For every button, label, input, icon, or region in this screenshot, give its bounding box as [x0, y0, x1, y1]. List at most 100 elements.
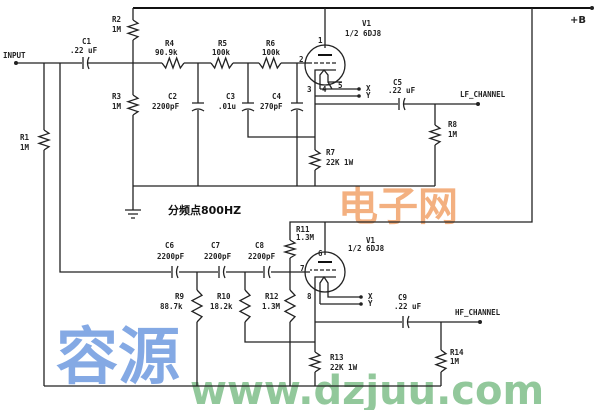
component-label: Y [368, 299, 373, 308]
component-label: 22K 1W [326, 158, 354, 167]
component-label: 1.3M [262, 302, 281, 311]
tube-v1 [304, 44, 359, 97]
component-label: 22K 1W [330, 363, 358, 372]
wire [314, 68, 359, 90]
component-label: C8 [255, 241, 265, 250]
capacitor-c9 [402, 315, 410, 329]
component-label: R13 [330, 353, 344, 362]
component-label: 8 [307, 292, 312, 301]
resistor-r11 [282, 239, 298, 259]
component-label: 2 [299, 55, 304, 64]
component-label: C9 [398, 293, 408, 302]
component-label: 1M [450, 357, 460, 366]
capacitor-c6 [171, 265, 179, 279]
component-label: R2 [112, 15, 121, 24]
hf-channel-label: HF_CHANNEL [455, 308, 501, 317]
input-terminal [14, 61, 18, 65]
input-label: INPUT [3, 51, 26, 60]
resistor-r13 [307, 351, 323, 373]
capacitor-c5 [398, 97, 406, 111]
junction-dots [14, 6, 594, 324]
resistor-r8 [427, 124, 443, 146]
wire [247, 63, 315, 138]
resistor-r9 [190, 289, 204, 323]
component-label: R6 [266, 39, 276, 48]
crossover-note: 分频点800HZ [168, 203, 241, 217]
watermark-url: www.dzjuu.com [190, 368, 544, 410]
watermark-cn2: 电子网 [338, 184, 458, 230]
resistor-r5 [210, 56, 234, 70]
resistor-r1 [36, 129, 52, 151]
component-label: R8 [448, 120, 458, 129]
component-label: X [368, 292, 373, 301]
component-label: C6 [165, 241, 175, 250]
component-label: 2200pF [157, 252, 185, 261]
resistor-r3 [125, 94, 141, 116]
capacitor-c2 [191, 102, 205, 112]
lf-channel-label: LF_CHANNEL [460, 90, 506, 99]
component-label: .22 uF [394, 302, 422, 311]
component-label: 100k [212, 48, 231, 57]
component-label: C1 [82, 37, 92, 46]
component-label: 1M [448, 130, 458, 139]
wire [289, 8, 533, 272]
component-label: C5 [393, 78, 402, 87]
capacitor-c4 [290, 102, 304, 112]
component-label: 6 [318, 249, 323, 258]
wire [59, 63, 310, 273]
component-label: 2200pF [248, 252, 276, 261]
component-label: 90.9k [155, 48, 178, 57]
resistor-r10 [238, 289, 252, 323]
component-label: V1 [362, 19, 372, 28]
capacitor-c8 [263, 265, 271, 279]
component-label: 88.7k [160, 302, 183, 311]
component-label: R10 [217, 292, 231, 301]
junction [304, 251, 346, 293]
wire [244, 272, 315, 343]
component-label: 1M [112, 25, 122, 34]
component-label: Y [366, 91, 371, 100]
capacitor-c1 [82, 56, 90, 70]
component-label: 2200pF [204, 252, 232, 261]
component-label: 1M [112, 102, 122, 111]
component-label: 5 [338, 81, 343, 90]
component-label: R11 [296, 225, 310, 234]
component-label: R7 [326, 148, 335, 157]
junction [304, 44, 346, 86]
component-label: R12 [265, 292, 279, 301]
component-label: .22 uF [70, 46, 98, 55]
resistors [36, 19, 448, 373]
component-label: R9 [175, 292, 185, 301]
component-label: 3 [307, 85, 312, 94]
resistor-r14 [434, 349, 448, 373]
component-label: 2200pF [152, 102, 180, 111]
wires [16, 7, 592, 387]
component-label: 1 [318, 36, 323, 45]
hf-terminal [478, 320, 482, 324]
component-label: V1 [366, 236, 376, 245]
resistor-r7 [307, 149, 323, 171]
resistor-r2 [125, 19, 141, 41]
watermark: 容源 电子网 www.dzjuu.com [56, 184, 544, 410]
b-plus-label: +B [570, 15, 586, 26]
component-label: 1/2 6DJ8 [348, 244, 385, 253]
component-label: C2 [168, 92, 177, 101]
capacitor-c7 [218, 265, 226, 279]
capacitors [82, 56, 410, 329]
resistor-r12 [283, 289, 297, 323]
component-label: R3 [112, 92, 122, 101]
wire [314, 275, 361, 305]
component-label: R1 [20, 133, 30, 142]
watermark-cn: 容源 [56, 320, 180, 393]
b-plus-terminal [590, 6, 594, 10]
resistor-r6 [258, 56, 282, 70]
component-label: 270pF [260, 102, 283, 111]
wire [125, 209, 141, 219]
component-label: R14 [450, 348, 464, 357]
lf-terminal [476, 102, 480, 106]
component-label: 18.2k [210, 302, 233, 311]
component-label: C4 [272, 92, 282, 101]
capacitor-c3 [241, 102, 255, 112]
